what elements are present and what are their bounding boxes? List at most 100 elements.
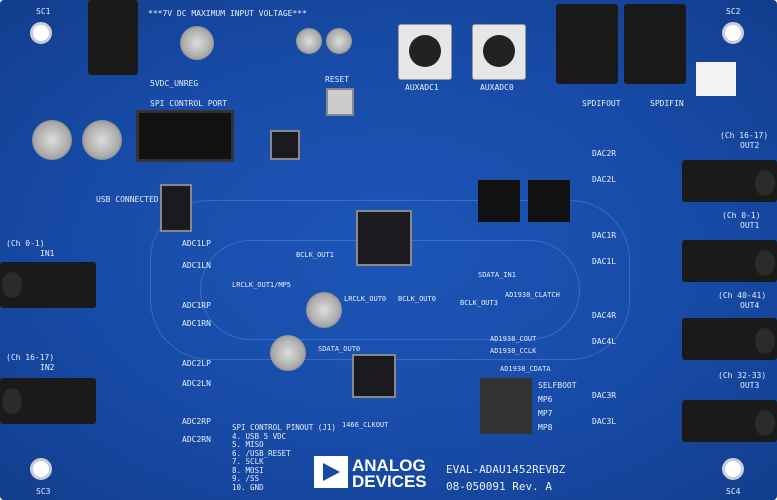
voltage-warning: ***7V DC MAXIMUM INPUT VOLTAGE*** xyxy=(148,9,307,18)
spi-pinout-title: SPI CONTROL PINOUT (J1) xyxy=(232,423,336,432)
output-name: OUT4 xyxy=(740,301,760,310)
spdif-in-connector[interactable] xyxy=(624,4,686,84)
analog-devices-logo-icon xyxy=(314,456,348,488)
brand-line: DEVICES xyxy=(352,472,427,491)
dac-label: DAC4R xyxy=(592,311,617,320)
dac-label: DAC4L xyxy=(592,337,617,346)
brand-line: ANALOG xyxy=(352,456,426,475)
aux-label: AUXADC0 xyxy=(480,83,514,92)
dac-label: DAC1R xyxy=(592,231,617,240)
spi-pin: 8. MOSI xyxy=(232,465,264,475)
input-jack-in2[interactable] xyxy=(0,378,96,424)
corner-label: SC2 xyxy=(726,7,741,16)
mount-hole xyxy=(30,458,52,480)
signal-label: BCLK_OUT1 xyxy=(296,251,334,259)
power-jack[interactable] xyxy=(88,0,138,75)
input-channel: (Ch 16-17) xyxy=(6,353,55,362)
spi-pin: 10. GND xyxy=(232,482,264,492)
corner-label: SC3 xyxy=(36,487,51,496)
input-name: IN2 xyxy=(40,363,55,372)
signal-label: AD1938_CCLK xyxy=(490,347,537,355)
model-number: EVAL-ADAU1452REVBZ xyxy=(446,463,566,476)
output-name: OUT3 xyxy=(740,381,760,390)
output-name: OUT2 xyxy=(740,141,760,150)
signal-label: 1466_CLKOUT xyxy=(342,421,389,429)
dac-label: DAC2R xyxy=(592,149,617,158)
adc-label: ADC1LN xyxy=(182,261,211,270)
spdif-label: SPDIFIN xyxy=(650,99,684,108)
output-jack-out3[interactable] xyxy=(682,400,777,442)
capacitor xyxy=(32,120,72,160)
spi-header[interactable] xyxy=(136,110,234,162)
adc-label: ADC1RP xyxy=(182,301,211,310)
mount-hole xyxy=(30,22,52,44)
output-jack-out1[interactable] xyxy=(682,240,777,282)
dip-switch[interactable] xyxy=(480,378,532,434)
adc-label: ADC2LN xyxy=(182,379,211,388)
capacitor xyxy=(326,28,352,54)
output-channel: (Ch 0-1) xyxy=(722,211,761,220)
power-label: 5VDC_UNREG xyxy=(150,79,199,88)
signal-label: LRCLK_OUT1/MP5 xyxy=(232,281,292,289)
adc-label: ADC1LP xyxy=(182,239,211,248)
input-name: IN1 xyxy=(40,249,55,258)
adc-label: ADC2LP xyxy=(182,359,211,368)
signal-label: LRCLK_OUT0 xyxy=(344,295,387,303)
signal-label: BCLK_OUT3 xyxy=(460,299,498,307)
output-jack-out2[interactable] xyxy=(682,160,777,202)
capacitor xyxy=(306,292,342,328)
spi-pinout: SPI CONTROL PINOUT (J1) 4. USB 5 VDC 5. … xyxy=(232,424,336,491)
spi-pin: 9. /SS xyxy=(232,474,260,483)
mount-hole xyxy=(722,22,744,44)
signal-label: SDATA_OUT0 xyxy=(318,345,361,353)
signal-label: AD1938_CLATCH xyxy=(505,291,560,299)
output-name: OUT1 xyxy=(740,221,760,230)
spi-pin: 5. MISO xyxy=(232,440,264,449)
input-jack-in1[interactable] xyxy=(0,262,96,308)
dac-label: DAC2L xyxy=(592,175,617,184)
label-sticker xyxy=(696,62,736,96)
ic-chip xyxy=(160,184,192,232)
output-jack-out4[interactable] xyxy=(682,318,777,360)
corner-label: SC1 xyxy=(36,7,51,16)
auxadc0-potentiometer[interactable] xyxy=(472,24,526,80)
corner-label: SC4 xyxy=(726,487,741,496)
mp-label: MP8 xyxy=(538,423,553,432)
jumper-header[interactable] xyxy=(528,180,570,222)
spdif-out-connector[interactable] xyxy=(556,4,618,84)
spdif-label: SPDIFOUT xyxy=(582,99,621,108)
auxadc1-potentiometer[interactable] xyxy=(398,24,452,80)
reset-label: RESET xyxy=(325,75,350,84)
aux-label: AUXADC1 xyxy=(405,83,439,92)
signal-label: AD1938_COUT xyxy=(490,335,537,343)
signal-label: SDATA_IN1 xyxy=(478,271,516,279)
usb-connected-label: USB CONNECTED xyxy=(96,195,159,204)
mp-label: MP7 xyxy=(538,409,553,418)
codec-chip xyxy=(352,354,396,398)
capacitor xyxy=(180,26,214,60)
dac-label: DAC3R xyxy=(592,391,617,400)
reset-button[interactable] xyxy=(326,88,354,116)
input-channel: (Ch 0-1) xyxy=(6,239,45,248)
output-channel: (Ch 32-33) xyxy=(718,371,767,380)
mp-label: MP6 xyxy=(538,395,553,404)
adc-label: ADC1RN xyxy=(182,319,211,328)
spi-pin: 6. /USB_RESET xyxy=(232,448,291,458)
selfboot-label: SELFBOOT xyxy=(538,381,577,390)
output-channel: (Ch 16-17) xyxy=(720,131,769,140)
signal-label: AD1938_CDATA xyxy=(500,365,551,373)
output-channel: (Ch 40-41) xyxy=(718,291,767,300)
spi-pin: 7. SCLK xyxy=(232,457,264,466)
adc-label: ADC2RN xyxy=(182,435,211,444)
signal-label: BCLK_OUT0 xyxy=(398,295,436,303)
spi-port-label: SPI CONTROL PORT xyxy=(150,99,228,108)
dac-label: DAC1L xyxy=(592,257,617,266)
dac-label: DAC3L xyxy=(592,417,617,426)
capacitor xyxy=(82,120,122,160)
dsp-chip xyxy=(356,210,412,266)
capacitor xyxy=(296,28,322,54)
capacitor xyxy=(270,335,306,371)
spi-pin: 4. USB 5 VDC xyxy=(232,431,287,441)
jumper-header[interactable] xyxy=(478,180,520,222)
